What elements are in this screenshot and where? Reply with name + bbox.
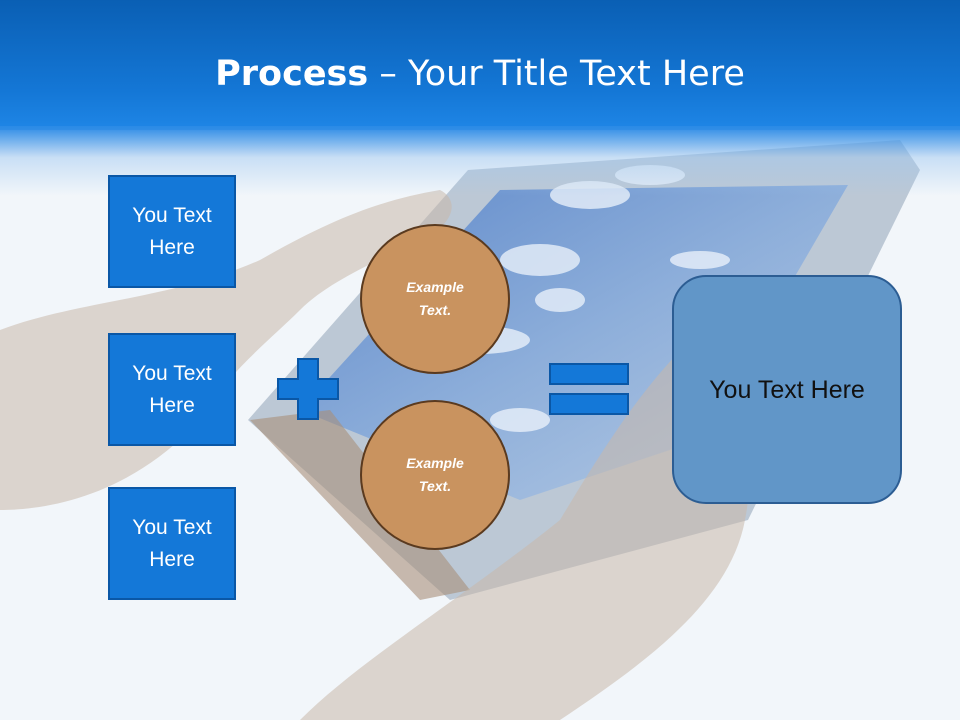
title-rest: – Your Title Text Here: [368, 54, 745, 94]
result-label: You Text Here: [709, 375, 865, 404]
text-box-2[interactable]: You Text Here: [108, 333, 236, 446]
circle-label: Example Text.: [406, 455, 464, 494]
circle-label: Example Text.: [406, 279, 464, 318]
text-box-label: You Text Here: [132, 361, 212, 417]
example-circle-2[interactable]: Example Text.: [360, 400, 510, 550]
title-bold: Process: [215, 54, 369, 94]
text-box-label: You Text Here: [132, 515, 212, 571]
header-band: [0, 0, 960, 130]
text-box-1[interactable]: You Text Here: [108, 175, 236, 288]
plus-icon[interactable]: [276, 357, 340, 421]
text-box-3[interactable]: You Text Here: [108, 487, 236, 600]
example-circle-1[interactable]: Example Text.: [360, 224, 510, 374]
slide-title[interactable]: Process – Your Title Text Here: [0, 52, 960, 96]
result-box[interactable]: You Text Here: [672, 275, 902, 504]
equals-icon[interactable]: [548, 362, 630, 416]
text-box-label: You Text Here: [132, 203, 212, 259]
